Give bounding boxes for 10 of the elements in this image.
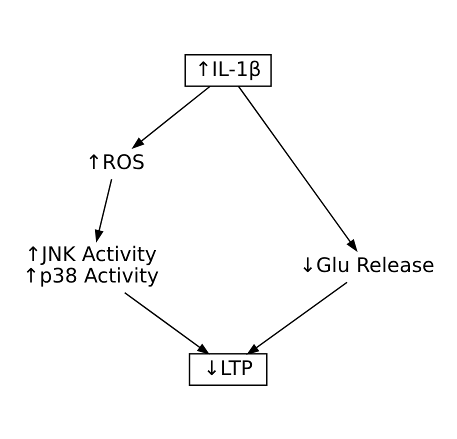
- node-text: ↓Glu Release: [299, 252, 434, 276]
- node-text: ↑JNK Activity ↑p38 Activity: [22, 242, 159, 288]
- arrow: [94, 178, 112, 242]
- arrow: [124, 292, 210, 354]
- arrow: [246, 281, 348, 355]
- arrow: [238, 86, 358, 252]
- node-text: ↑ROS: [86, 149, 145, 174]
- arrow: [132, 85, 210, 148]
- node-box: ↑IL-1β: [184, 54, 272, 86]
- node-box: ↓LTP: [188, 352, 268, 386]
